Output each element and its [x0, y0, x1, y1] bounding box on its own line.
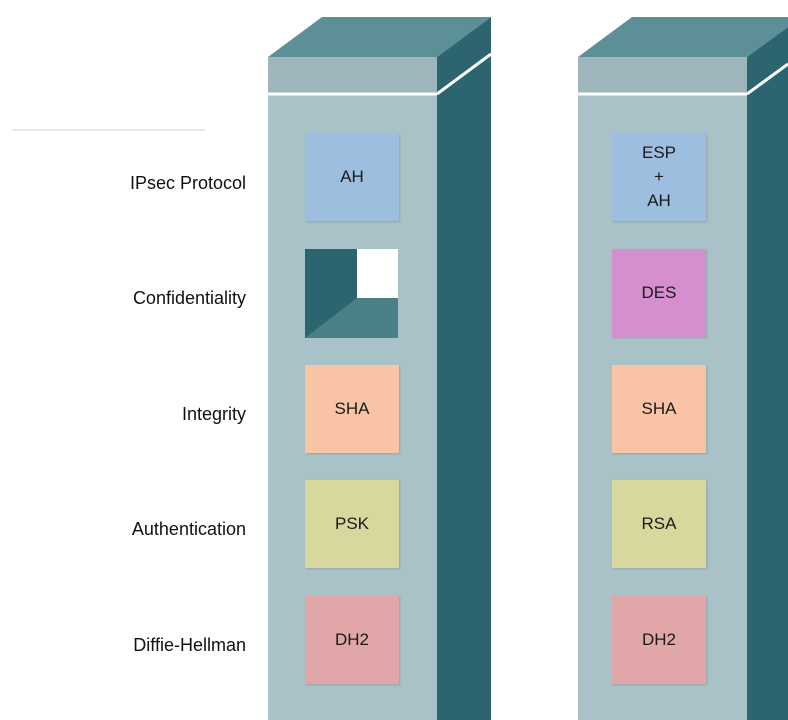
- right-pillar-side-divider: [746, 62, 788, 96]
- row-label-authentication: Authentication: [131, 519, 246, 539]
- left-authentication-box: PSK: [305, 480, 399, 568]
- row-label-integrity: Integrity: [181, 404, 246, 424]
- left-pillar-side: [437, 17, 491, 720]
- left-protocol-box: AH: [305, 133, 399, 221]
- right-authentication-box: RSA: [612, 480, 706, 568]
- right-confidentiality-box: DES: [612, 249, 706, 337]
- left-diffie-hellman-box: DH2: [305, 596, 399, 684]
- right-pillar-header-band: [578, 57, 747, 93]
- row-label-diffie-hellman: Diffie-Hellman: [133, 635, 246, 655]
- row-label-protocol: IPsec Protocol: [129, 173, 246, 193]
- left-pillar-header-band: [268, 57, 437, 93]
- right-integrity-box: SHA: [612, 365, 706, 453]
- empty-slot-icon: [305, 249, 398, 338]
- left-pillar-side-divider: [436, 52, 492, 96]
- row-label-confidentiality: Confidentiality: [132, 288, 246, 308]
- right-diffie-hellman-box: DH2: [612, 596, 706, 684]
- left-integrity-box: SHA: [305, 365, 399, 453]
- left-pillar-top: [268, 17, 491, 57]
- right-protocol-box: ESP + AH: [612, 133, 706, 221]
- right-pillar-top: [578, 17, 788, 57]
- right-pillar-side: [747, 27, 788, 720]
